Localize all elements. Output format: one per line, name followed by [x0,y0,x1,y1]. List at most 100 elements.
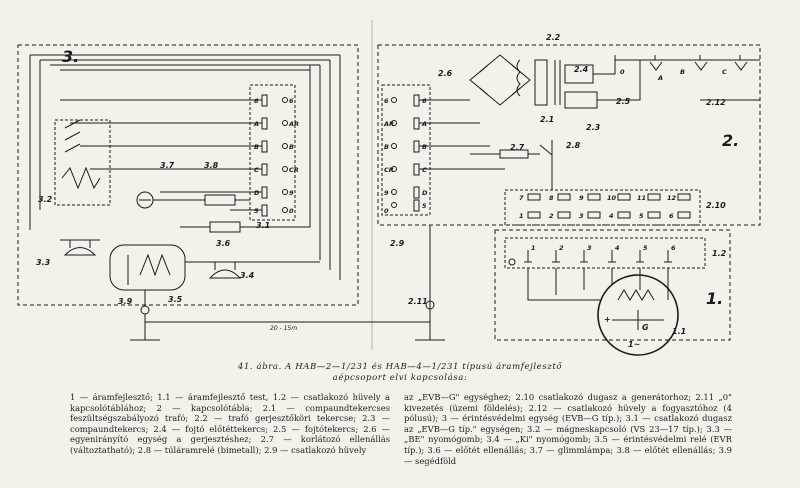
terminals-3-1-left: 6 A B C D 5 [253,97,260,215]
legend-right-column: az „EVB—G" egységhez; 2.10 csatlakozó du… [404,392,732,466]
label-2-10: 2.10 [706,201,726,210]
svg-text:B: B [254,143,259,151]
label-2-3: 2.3 [586,123,601,132]
caption-subtitle: aépcsoport elvi kapcsolása: [332,373,468,383]
svg-text:12: 12 [667,194,677,202]
label-3-6: 3.6 [216,239,231,248]
relay-coil [139,253,171,277]
resistor-3-8 [204,194,236,206]
terminals-2-9-left: 6 AR B CR 9 0 [383,97,394,215]
socket-1-2-pins [524,250,672,263]
rectifier-diodes [479,64,521,96]
ground-2-11 [415,225,445,341]
terminals-1-2: 1 2 3 4 5 6 [531,244,676,252]
wires-1-2 [527,268,669,301]
legend-text: 1 — áramfejlesztő; 1.1 — áramfejlesztő t… [70,392,390,455]
socket-2-12-bus [614,55,760,61]
label-2-8: 2.8 [566,141,581,150]
wires-3-6 [180,65,311,228]
socket-1-2-ground [508,258,516,266]
svg-text:0: 0 [289,207,294,215]
socket-2-12-letters: 0 A B C [620,68,727,82]
terminals-2-10: 7 8 9 10 11 12 1 2 3 4 5 6 [519,194,677,220]
label-2-7: 2.7 [510,143,525,152]
contactor-3-2-frame [54,119,111,206]
aux-ground-lead [130,290,160,341]
figure-caption: 41. ábra. A HAB—2—1/231 és HAB—4—1/231 t… [0,362,800,384]
generator-ac-symbol: 1~ [628,340,640,349]
relay-3-5 [109,244,186,291]
svg-text:7: 7 [519,194,524,202]
svg-text:B: B [422,143,427,151]
label-2-5: 2.5 [616,97,631,106]
connector-3-1-frame [249,84,296,221]
section-label-1: 1. [706,289,723,308]
transformer-2-2 [534,59,548,106]
label-3-4: 3.4 [240,271,255,280]
svg-text:A: A [657,74,663,82]
svg-text:8: 8 [549,194,554,202]
svg-text:AR: AR [383,120,394,128]
label-3-5: 3.5 [168,295,183,304]
svg-text:C: C [722,68,727,76]
section-3-frame [17,44,359,306]
legend-text: az „EVB—G" egységhez; 2.10 csatlakozó du… [404,392,732,466]
rectifier-bridge-2-6 [469,54,531,106]
label-3-7: 3.7 [160,161,175,170]
section-2-frame [377,44,761,226]
generator-plus-symbol: + [604,315,611,324]
socket-2-12-pins [649,61,748,71]
caption-title: 41. ábra. A HAB—2—1/231 és HAB—4—1/231 t… [237,362,563,372]
svg-text:1: 1 [531,244,536,252]
legend-left-column: 1 — áramfejlesztő; 1.1 — áramfejlesztő t… [70,392,390,456]
generator-1-body [597,274,679,356]
svg-text:2: 2 [559,244,564,252]
svg-text:9: 9 [579,194,584,202]
svg-text:C: C [422,166,427,174]
plug-2-10-frame [504,189,701,226]
connector-2-9-frame [381,84,431,216]
svg-text:A: A [253,120,259,128]
svg-text:5: 5 [254,207,259,215]
connector-2-9-pins [391,94,420,212]
label-2-12: 2.12 [706,98,726,107]
svg-text:0: 0 [384,207,389,215]
svg-text:9: 9 [384,189,389,197]
choke-2-5 [564,91,598,109]
resistor-3-6 [209,221,241,233]
terminals-2-9-right: 6 A B C D 5 [421,97,428,210]
svg-text:4: 4 [615,244,620,252]
socket-1-2-frame [504,237,706,269]
svg-text:D: D [254,189,260,197]
svg-text:6: 6 [254,97,259,105]
svg-text:3: 3 [579,212,584,220]
section-label-3: 3. [62,47,79,66]
svg-text:9: 9 [289,189,294,197]
svg-text:5: 5 [643,244,648,252]
svg-text:A: A [421,120,427,128]
contactor-contacts [64,119,81,153]
svg-text:AR: AR [288,120,299,128]
distance-label: 20 - 15m [270,325,297,332]
label-2-11: 2.11 [408,297,428,306]
svg-text:B: B [384,143,389,151]
svg-text:1: 1 [519,212,524,220]
svg-text:6: 6 [289,97,294,105]
generator-internal-wiring [612,310,664,330]
generator-winding [617,289,655,301]
svg-text:D: D [422,189,428,197]
label-3-9: 3.9 [118,297,133,306]
label-1-1: 1.1 [672,327,686,336]
wires-2-7-2-8 [470,153,553,190]
svg-text:B: B [289,143,294,151]
plug-2-10-pins [527,193,691,219]
contactor-coil [61,166,101,190]
svg-text:5: 5 [422,202,427,210]
svg-text:CR: CR [289,166,299,174]
svg-text:6: 6 [422,97,427,105]
circuit-schematic: 3. 2. 1. 1~ 2.2 2.4 2.5 2.6 2.1 2.3 2.7 … [17,20,761,356]
button-3-3 [60,239,100,256]
svg-text:6: 6 [671,244,676,252]
svg-text:6: 6 [384,97,389,105]
generator-1-frame [494,229,731,341]
